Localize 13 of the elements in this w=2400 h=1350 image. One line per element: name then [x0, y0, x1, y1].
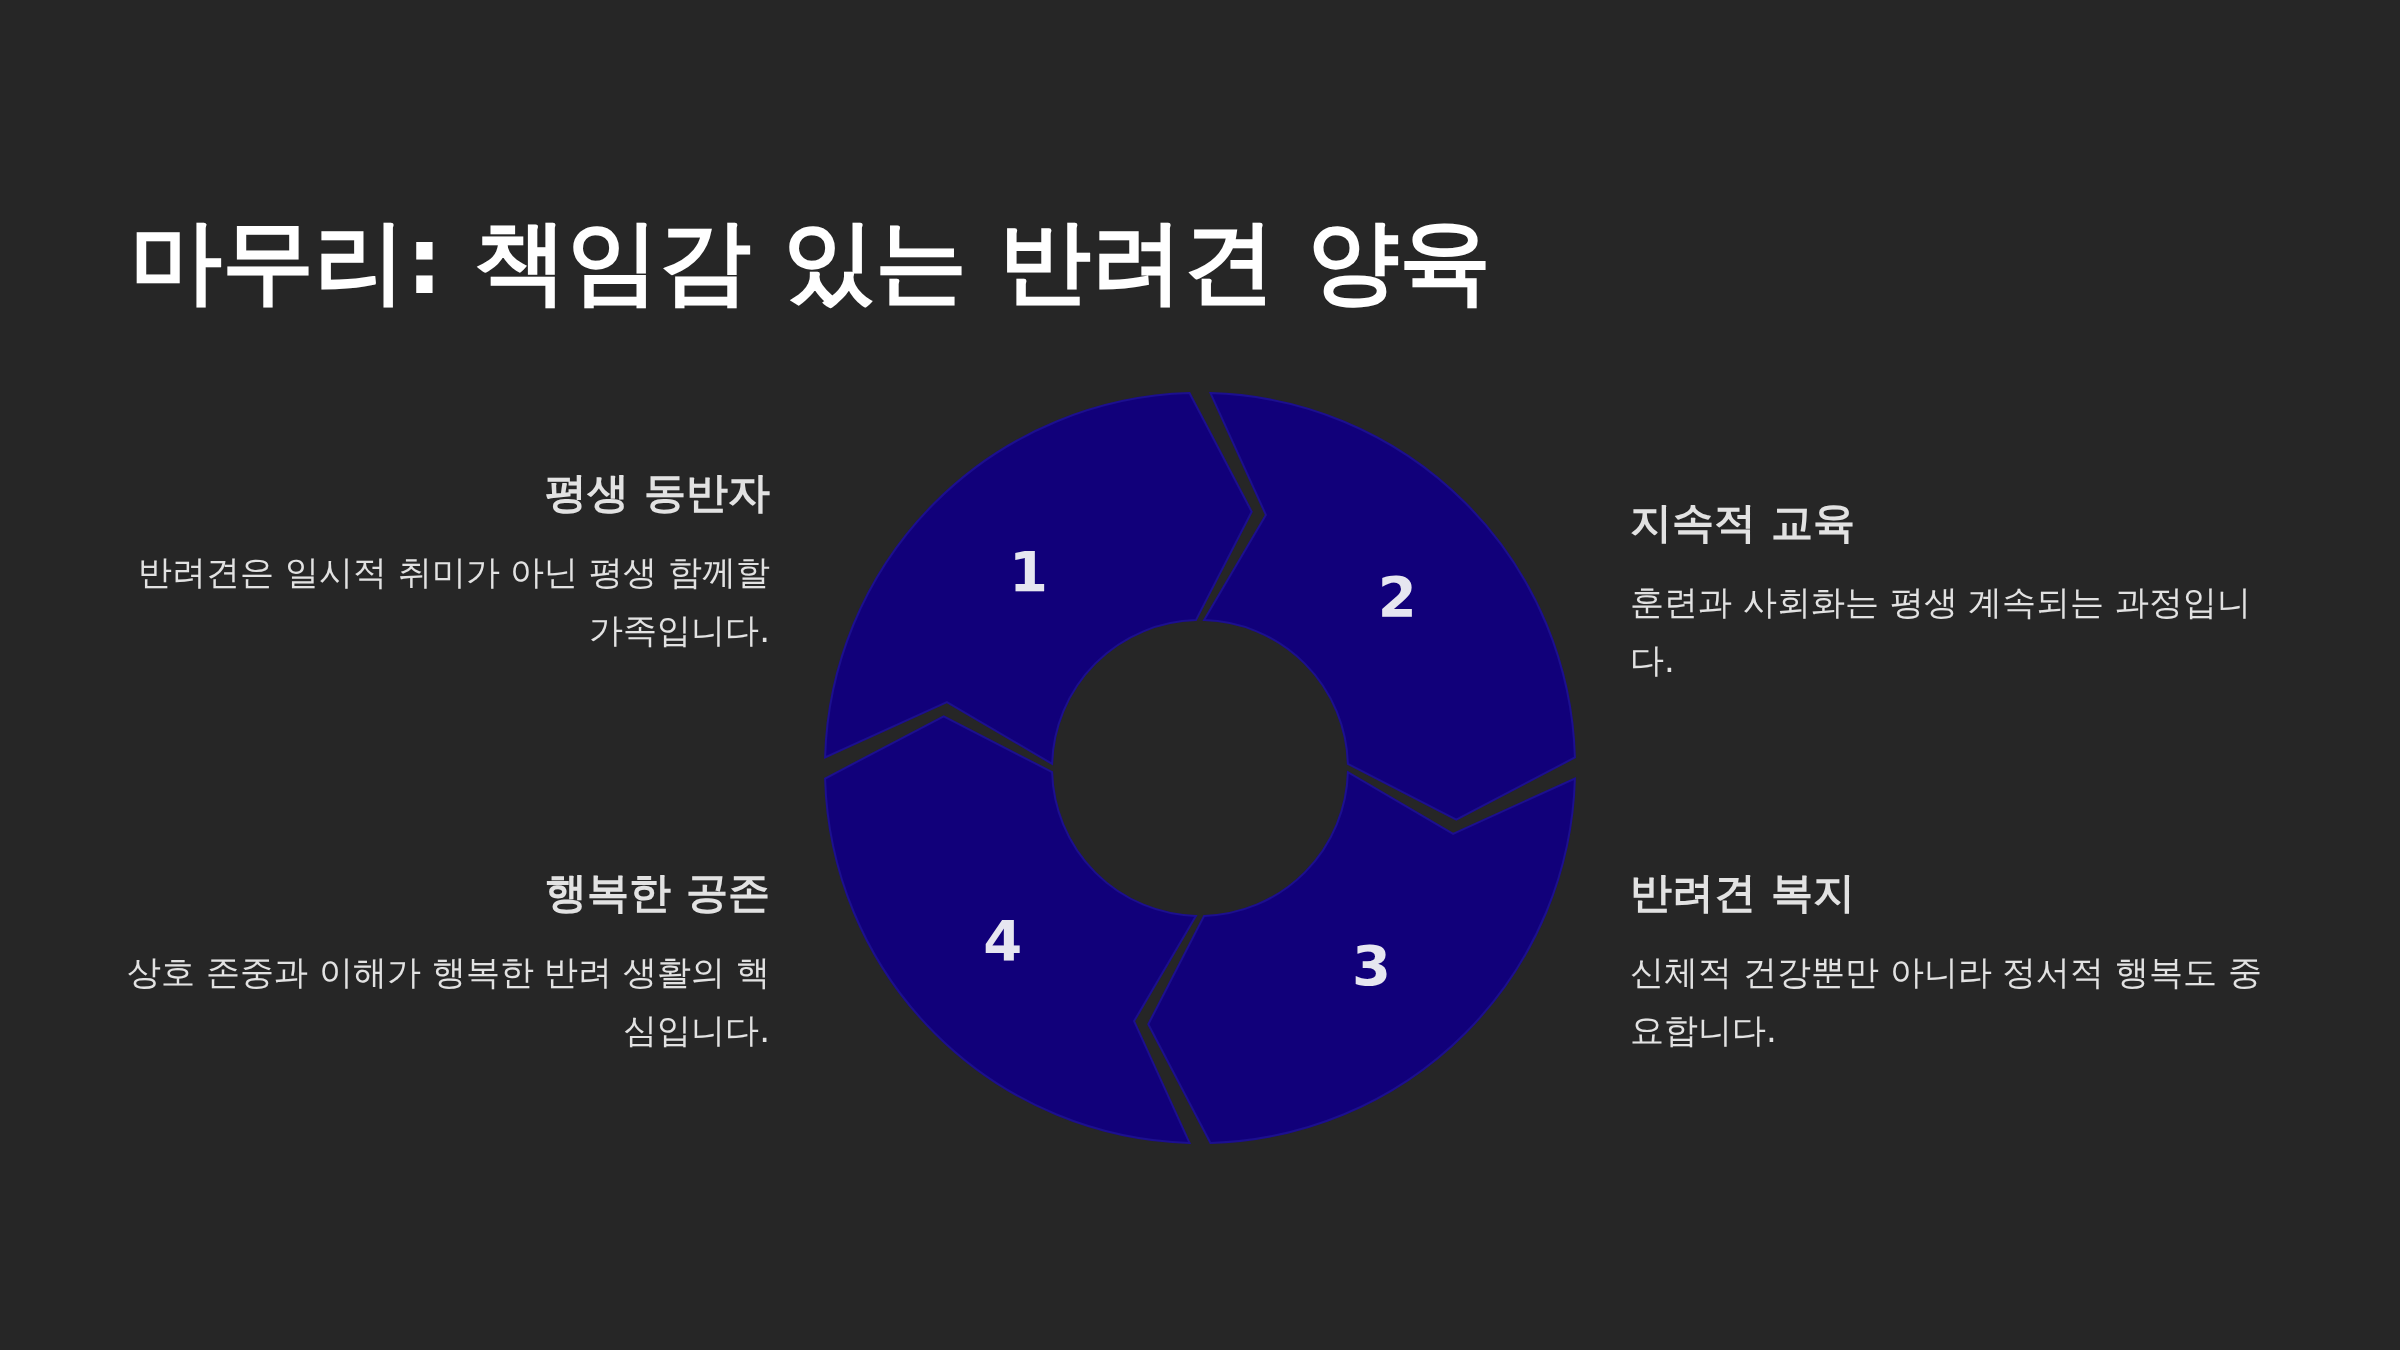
step-number: 1	[1008, 538, 1048, 604]
step-number: 2	[1377, 564, 1417, 630]
step-description: 반려견은 일시적 취미가 아닌 평생 함께할 가족입니다.	[136, 551, 770, 652]
slide-title: 마무리: 책임감 있는 반려견 양육	[130, 207, 1491, 317]
step-description: 상호 존중과 이해가 행복한 반려 생활의 핵심입니다.	[126, 951, 770, 1052]
step-heading: 행복한 공존	[544, 867, 770, 919]
step-heading: 평생 동반자	[544, 467, 770, 519]
step-number: 3	[1352, 933, 1392, 999]
step-heading: 지속적 교육	[1630, 497, 1856, 549]
step-description: 신체적 건강뿐만 아니라 정서적 행복도 중요합니다.	[1630, 951, 2264, 1052]
step-heading: 반려견 복지	[1630, 867, 1856, 919]
step-description: 훈련과 사회화는 평생 계속되는 과정입니다.	[1630, 581, 2253, 682]
step-number: 4	[983, 907, 1023, 973]
